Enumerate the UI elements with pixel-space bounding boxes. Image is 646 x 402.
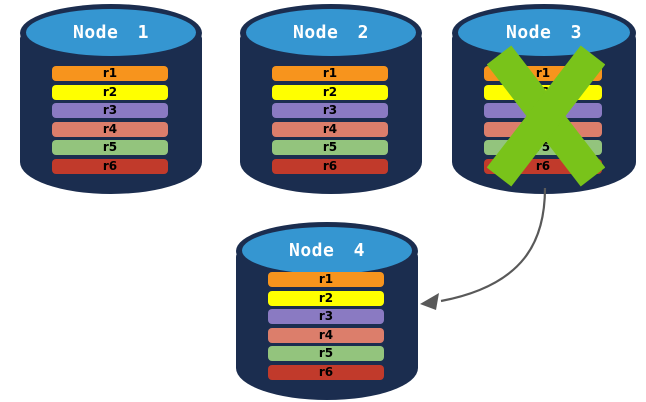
cylinder-lid: Node 3 <box>458 9 630 56</box>
replica-bar-r6: r6 <box>272 158 388 174</box>
replica-bar-r4: r4 <box>52 121 168 137</box>
replica-bar-r5: r5 <box>272 140 388 155</box>
failed-x-icon <box>487 45 605 187</box>
node-title: Node 3 <box>505 22 583 43</box>
node-title: Node 1 <box>72 22 150 43</box>
failover-arrow <box>420 187 547 310</box>
node-2-cylinder: Node 2 r1 r2 r3 r4 r5 r6 <box>240 4 422 194</box>
replica-bar-r2: r2 <box>272 84 388 100</box>
replica-bar-r3: r3 <box>272 103 388 118</box>
replica-bar-r5: r5 <box>268 346 384 361</box>
node-4-cylinder: Node 4 r1 r2 r3 r4 r5 r6 <box>236 222 418 400</box>
replica-bar-r5: r5 <box>52 140 168 155</box>
node-title: Node 2 <box>292 22 370 43</box>
cylinder-lid: Node 2 <box>246 9 416 56</box>
replica-bar-r3: r3 <box>268 309 384 324</box>
replica-bar-r2: r2 <box>268 290 384 306</box>
replica-bar-r1: r1 <box>268 272 384 287</box>
node-title: Node 4 <box>288 240 366 261</box>
replica-bar-r4: r4 <box>268 327 384 343</box>
replica-bar-r6: r6 <box>52 158 168 174</box>
cylinder-lid: Node 4 <box>242 227 412 274</box>
replica-bar-r2: r2 <box>52 84 168 100</box>
node-1-cylinder: Node 1 r1 r2 r3 r4 r5 r6 <box>20 4 202 194</box>
arrow-curve <box>440 187 547 303</box>
replica-stack: r1 r2 r3 r4 r5 r6 <box>268 272 384 383</box>
replica-bar-r4: r4 <box>272 121 388 137</box>
arrow-head <box>420 293 439 310</box>
replica-stack: r1 r2 r3 r4 r5 r6 <box>52 66 168 177</box>
replica-bar-r1: r1 <box>52 66 168 81</box>
replica-stack: r1 r2 r3 r4 r5 r6 <box>272 66 388 177</box>
replica-bar-r6: r6 <box>268 364 384 380</box>
x-stroke <box>487 45 605 187</box>
replica-bar-r1: r1 <box>272 66 388 81</box>
cylinder-lid: Node 1 <box>26 9 196 56</box>
replica-bar-r3: r3 <box>52 103 168 118</box>
